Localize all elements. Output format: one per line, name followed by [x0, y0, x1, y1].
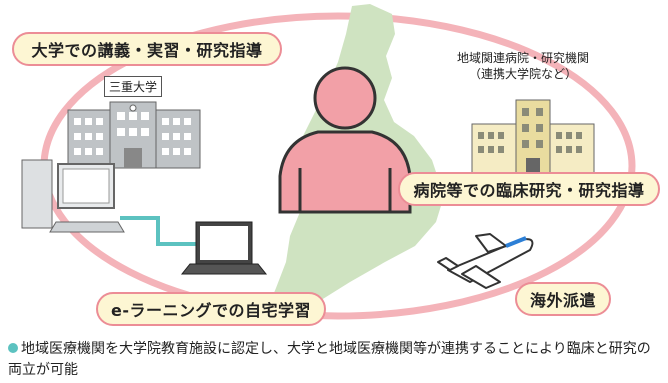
hospitals-label-line2: （連携大学院など）: [468, 67, 577, 81]
network-link-line: [120, 216, 196, 246]
hospitals-label-line1: 地域関連病院・研究機関: [456, 51, 589, 65]
clinical-research-pill: 病院等での臨床研究・研究指導: [398, 172, 660, 206]
university-building-icon: [67, 101, 201, 169]
caption-text: 地域医療機関を大学院教育施設に認定し、大学と地域医療機関等が連携することにより臨…: [8, 341, 651, 378]
hospital-building-icon: [471, 99, 595, 177]
person-icon: [278, 66, 412, 214]
caption: 地域医療機関を大学院教育施設に認定し、大学と地域医療機関等が連携することにより臨…: [8, 339, 663, 381]
desktop-computer-icon: [21, 159, 125, 233]
laptop-icon: [180, 221, 268, 275]
airplane-icon: [437, 233, 534, 289]
university-label: 三重大学: [104, 76, 163, 97]
elearning-pill: e-ラーニングでの自宅学習: [96, 292, 326, 326]
overseas-pill: 海外派遣: [515, 282, 611, 316]
lecture-pill: 大学での講義・実習・研究指導: [12, 32, 282, 66]
bullet-dot-icon: [8, 343, 18, 353]
hospitals-label: 地域関連病院・研究機関 （連携大学院など）: [438, 50, 608, 82]
